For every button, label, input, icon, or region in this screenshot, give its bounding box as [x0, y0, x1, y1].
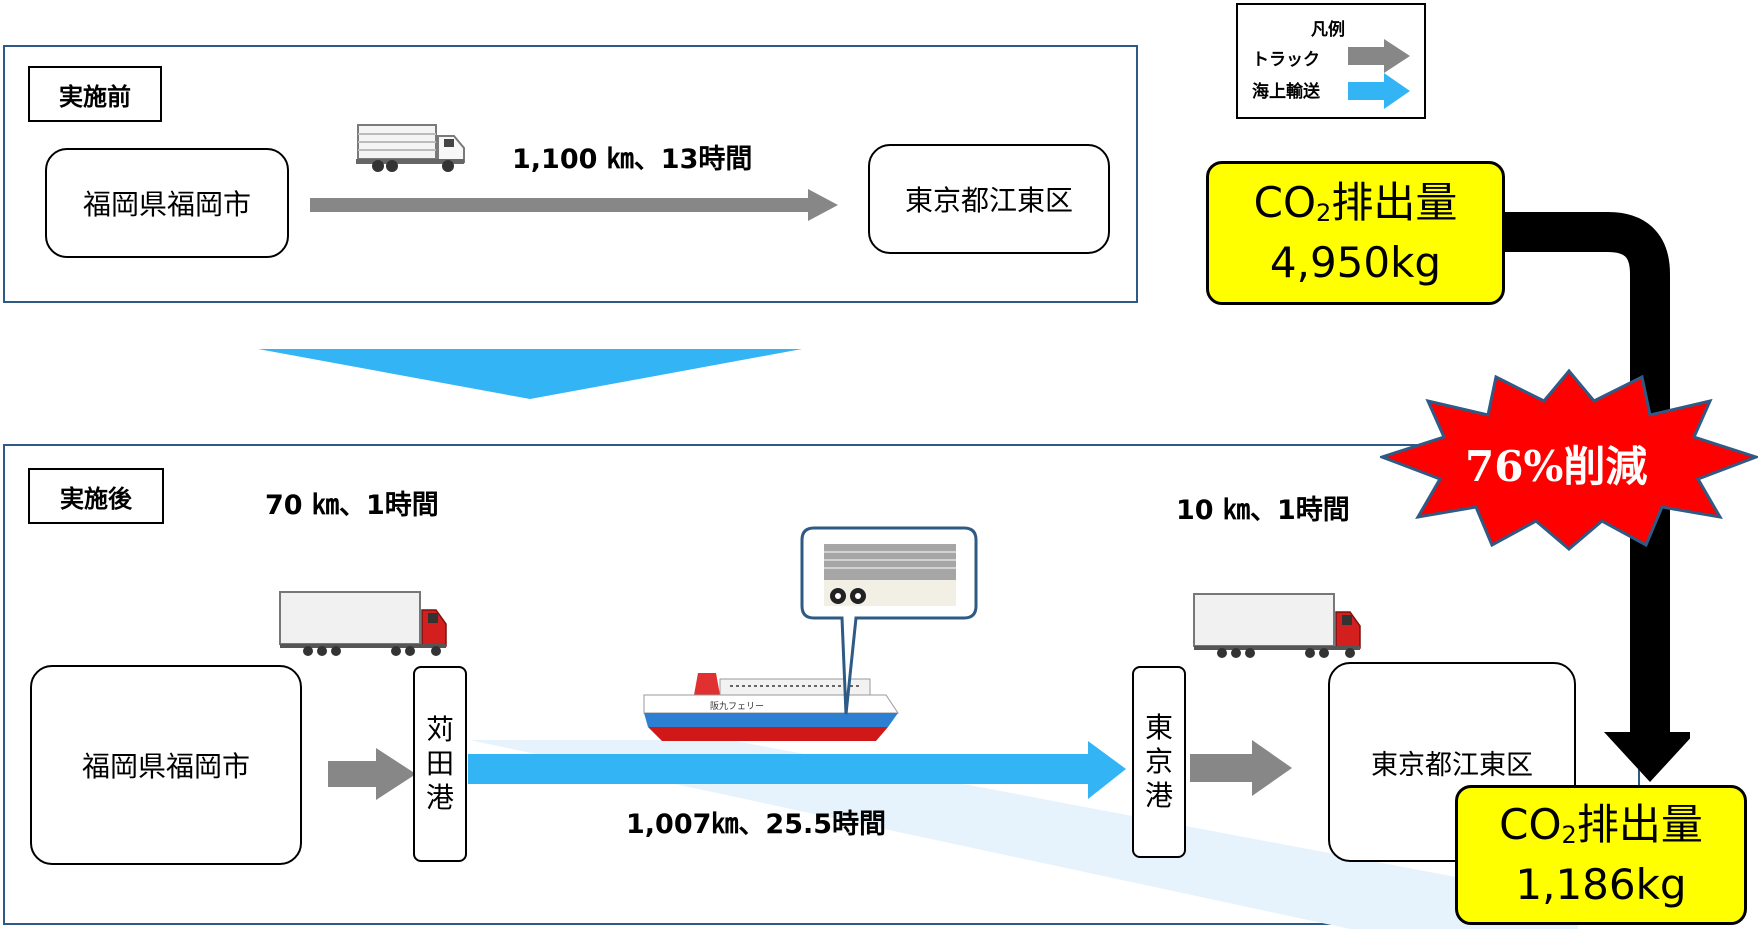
co2-after-value: 1,186kg	[1515, 860, 1687, 909]
legend-truck-arrow	[1348, 39, 1410, 73]
ferry-icon: 阪九フェリー	[643, 673, 899, 741]
co2-before-box: CO2排出量 4,950kg	[1206, 161, 1505, 305]
co2-after-box: CO2排出量 1,186kg	[1455, 785, 1747, 925]
leg3-truck-arrow	[1190, 740, 1292, 796]
after-tag: 実施後	[28, 468, 164, 524]
before-tag: 実施前	[28, 66, 162, 122]
before-destination-box: 東京都江東区	[868, 144, 1110, 254]
legend-truck-label: トラック	[1252, 50, 1320, 70]
port-dest-char-1: 東	[1144, 711, 1173, 744]
port-dest-box: 東 京 港	[1132, 666, 1186, 858]
port-origin-char-1: 苅	[425, 713, 454, 746]
port-origin-box: 苅 田 港	[413, 666, 467, 862]
ferry-hull-text: 阪九フェリー	[710, 701, 764, 712]
port-dest-char-2: 京	[1144, 745, 1173, 778]
leg1-truck-icon	[279, 591, 447, 656]
leg1-truck-arrow	[328, 748, 416, 800]
port-origin-char-3: 港	[425, 781, 454, 814]
legend-box: 凡例 トラック 海上輸送	[1236, 3, 1426, 119]
before-truck-arrow	[310, 189, 838, 221]
leg3-truck-icon	[1193, 593, 1361, 658]
before-route-info: 1,100 ㎞、13時間	[512, 144, 753, 175]
sea-transport-arrow	[468, 741, 1126, 799]
before-origin-box: 福岡県福岡市	[45, 148, 289, 258]
co2-before-value: 4,950kg	[1269, 238, 1442, 287]
before-truck-icon	[356, 124, 465, 172]
legend-title: 凡例	[1311, 20, 1345, 40]
legend-sea-arrow	[1348, 73, 1410, 109]
reduction-burst	[1380, 368, 1758, 551]
sea-route-info: 1,007㎞、25.5時間	[626, 809, 887, 840]
sea-wake	[470, 740, 1578, 929]
co2-after-label: CO2排出量	[1499, 800, 1703, 849]
leg1-info: 70 ㎞、1時間	[265, 490, 439, 521]
trailer-callout	[800, 526, 978, 715]
reduction-label: 76%削減	[1465, 442, 1648, 491]
transition-arrow	[258, 349, 802, 399]
legend-sea-label: 海上輸送	[1252, 82, 1320, 102]
port-origin-char-2: 田	[425, 747, 454, 780]
port-dest-char-3: 港	[1144, 779, 1173, 812]
after-origin-box: 福岡県福岡市	[30, 665, 302, 865]
co2-before-label: CO2排出量	[1253, 178, 1458, 227]
leg3-info: 10 ㎞、1時間	[1176, 495, 1350, 526]
reduction-arrow	[1500, 212, 1690, 782]
